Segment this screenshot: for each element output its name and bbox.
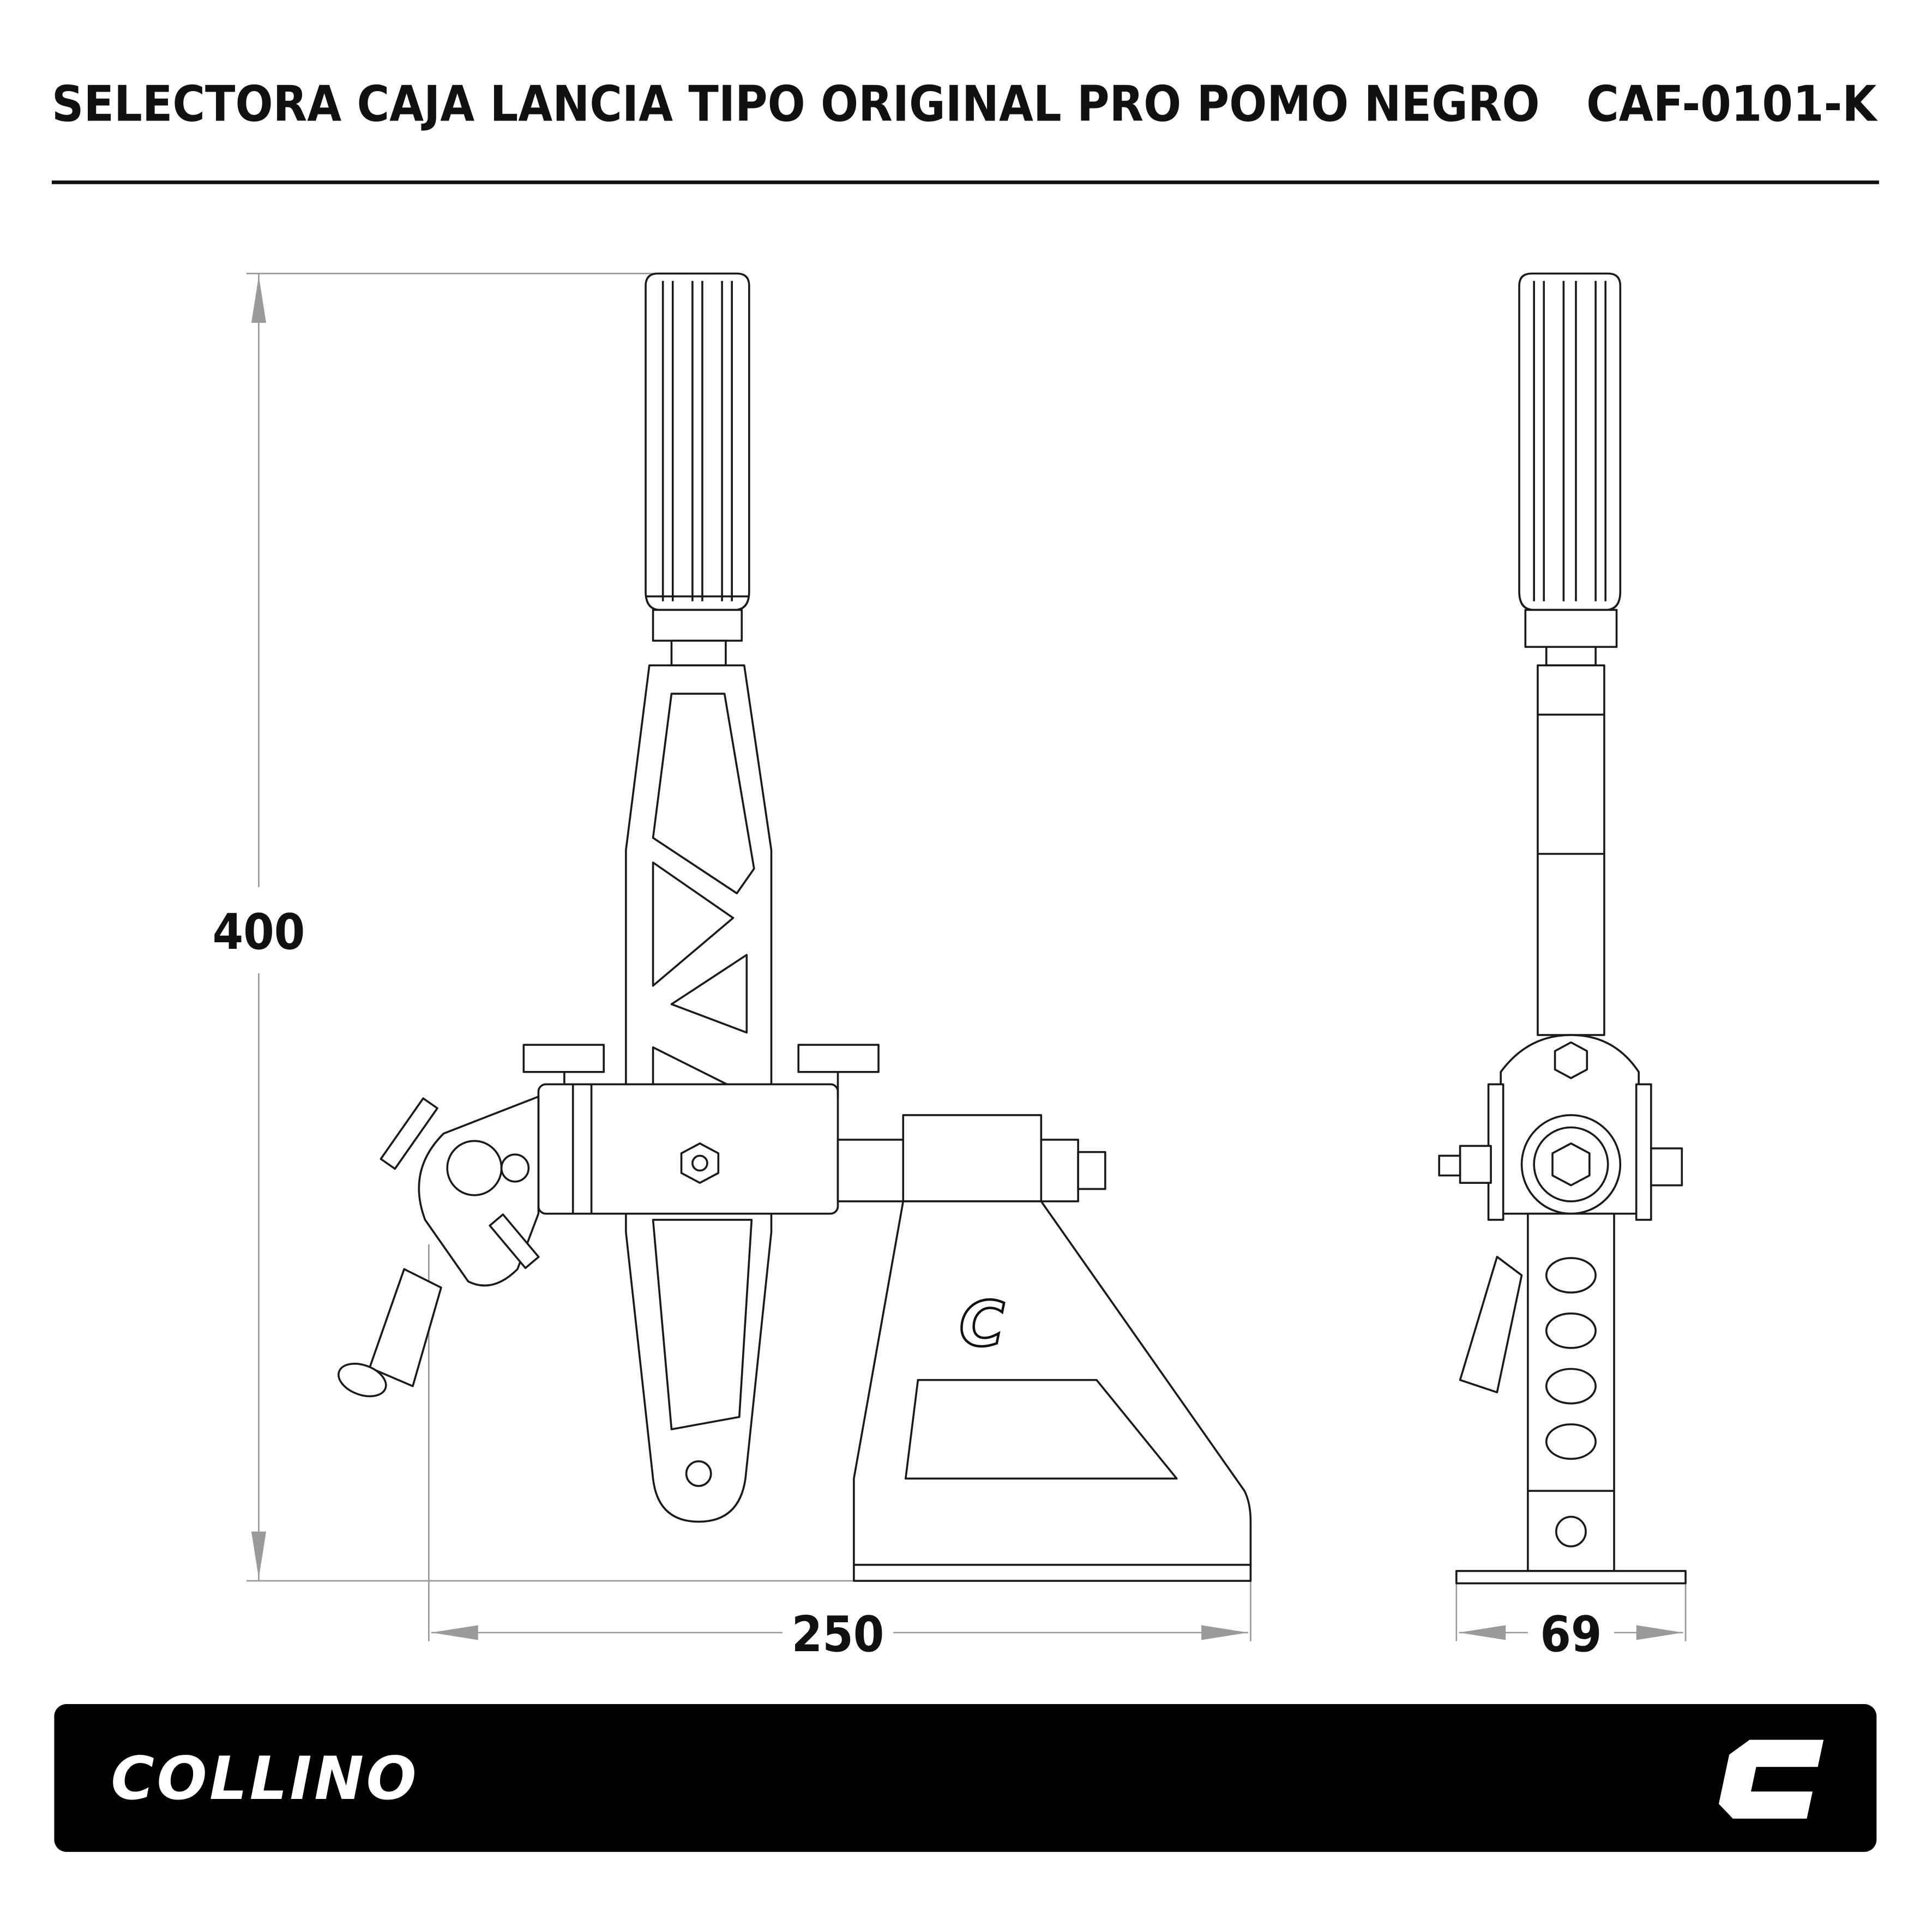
width-value: 69	[1540, 1606, 1602, 1663]
width-dimension: 69	[1455, 1583, 1687, 1663]
shifter-front-view	[1438, 272, 1687, 1585]
product-title: SELECTORA CAJA LANCIA TIPO ORIGINAL PRO …	[52, 75, 1540, 133]
height-value: 400	[213, 904, 305, 961]
base-logo-c: C	[959, 1288, 1004, 1360]
base-bracket	[853, 1200, 1252, 1566]
brand-logo-text: COLLINO	[111, 1744, 419, 1813]
height-dimension: 400	[213, 273, 854, 1582]
shifter-side-view: C	[338, 272, 1252, 1582]
footer-banner: COLLINO	[54, 1704, 1877, 1852]
brand-c-logo	[1718, 1740, 1824, 1819]
knob	[645, 272, 750, 611]
length-value: 250	[792, 1606, 884, 1663]
product-code: CAF-0101-K	[1586, 75, 1878, 133]
